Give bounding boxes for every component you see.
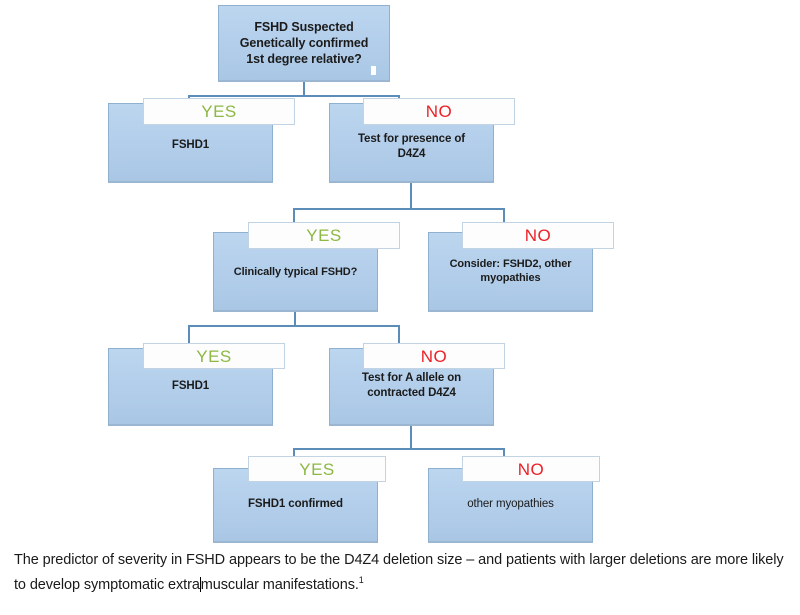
connector-level2-bar [293,208,505,210]
caption-part-1: The predictor of severity in FSHD appear… [14,552,784,593]
root-line-1: FSHD Suspected [254,20,354,34]
label-level1-no-text: NO [425,102,453,121]
connector-root-stem [303,82,305,96]
connector-level4-drop-yes [293,448,295,461]
root-line-2: Genetically confirmed [239,36,369,50]
node-level2-yes-text: Clinically typical FSHD? [233,266,358,278]
node-level4-yes-text: FSHD1 confirmed [248,498,343,510]
node-level3-no-text: Test for A allele on contracted D4Z4 [330,371,493,400]
label-level3-no-text: NO [420,346,448,366]
label-level3-yes[interactable]: YES [143,343,285,369]
label-level4-no-text: NO [517,459,545,479]
label-level2-no-text: NO [524,226,552,245]
label-level4-yes[interactable]: YES [248,456,386,482]
connector-level2-drop-yes [293,208,295,224]
node-fshd-suspected[interactable]: FSHD Suspected Genetically confirmed 1st… [218,5,390,82]
connector-level4-drop-no [503,448,505,461]
node-level2-no-text: Consider: FSHD2, other myopathies [429,257,592,285]
label-level1-no[interactable]: NO [363,98,515,125]
label-level1-yes-text: YES [201,102,237,121]
connector-level1-no-stem [410,183,412,209]
caption-footnote-marker: 1 [358,575,364,586]
caption-text[interactable]: The predictor of severity in FSHD appear… [14,548,786,598]
node-level1-no-line-2: D4Z4 [397,147,426,160]
root-box-tick-artifact [371,66,376,75]
node-level2-no-line-1: Consider: FSHD2, other [449,258,572,270]
node-level3-yes-text: FSHD1 [171,380,210,392]
node-level1-no-line-1: Test for presence of [357,133,466,145]
label-level3-yes-text: YES [196,346,232,366]
label-level2-no[interactable]: NO [462,222,614,249]
node-level3-no-line-1: Test for A allele on [361,372,462,384]
connector-level1-bar [188,95,400,97]
connector-level3-bar [188,325,400,327]
label-level2-yes[interactable]: YES [248,222,400,249]
node-level3-no-line-2: contracted D4Z4 [367,386,456,399]
node-level1-yes-text: FSHD1 [171,139,210,151]
label-level1-yes[interactable]: YES [143,98,295,125]
connector-level3-no-stem [410,426,412,449]
node-level1-no-text: Test for presence of D4Z4 [330,132,493,161]
node-level4-no-text: other myopathies [467,498,554,510]
connector-level3-drop-yes [188,325,190,343]
connector-level2-drop-no [503,208,505,224]
node-level2-no-line-2: myopathies [480,272,541,285]
label-level4-no[interactable]: NO [462,456,600,482]
connector-level4-bar [293,448,505,450]
connector-level3-drop-no [398,325,400,343]
label-level3-no[interactable]: NO [363,343,505,369]
root-line-3: 1st degree relative? [246,52,362,66]
label-level4-yes-text: YES [299,459,335,479]
node-fshd-suspected-text: FSHD Suspected Genetically confirmed 1st… [219,19,389,67]
label-level2-yes-text: YES [306,226,342,245]
connector-level2-yes-stem [294,312,296,326]
caption-part-2: muscular manifestations. [200,576,359,593]
text-cursor-caret [199,576,201,592]
